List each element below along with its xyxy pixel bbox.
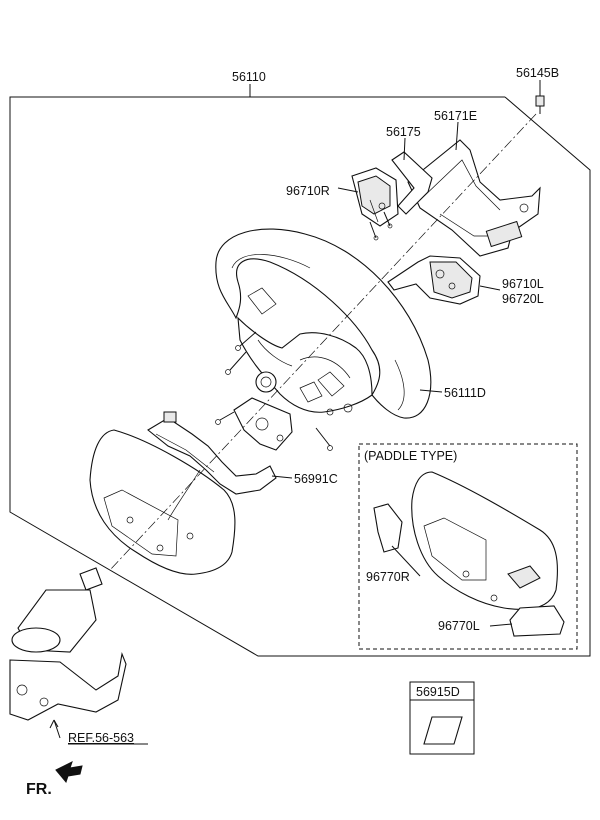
label-56915d: 56915D [416,685,460,699]
label-ref: REF.56-563 [68,731,134,745]
leader-lines [49,80,541,739]
front-arrow-icon [55,761,83,784]
screws [215,331,333,451]
label-paddle-type: (PADDLE TYPE) [364,449,457,463]
label-96710r: 96710R [286,184,330,198]
bolt [535,95,545,114]
label-56991c: 56991C [294,472,338,486]
label-56145b: 56145B [516,66,559,80]
label-56111d: 56111D [444,386,486,400]
label-56175: 56175 [386,125,421,139]
paddle-left [509,605,565,637]
right-switch [351,167,399,227]
paddle-type-box [358,443,578,650]
label-sticker-icon [423,716,463,745]
steering-wheel [215,228,432,419]
wiring-harness [147,411,277,495]
label-56171e: 56171E [434,109,477,123]
paddle-right [373,503,403,553]
label-96720l: 96720L [502,292,544,306]
left-switch [387,255,481,305]
lower-cover [89,429,236,575]
upper-bracket [407,139,541,257]
label-96770r: 96770R [366,570,410,584]
label-fr: FR. [26,781,52,798]
paddle-assembly [411,471,558,610]
assembly-frame [9,96,591,657]
label-56110: 56110 [232,70,266,84]
label-96770l: 96770L [438,619,480,633]
label-96710l: 96710L [502,277,544,291]
steering-column [9,567,127,721]
mounting-plate [233,397,293,451]
small-bracket [391,151,433,215]
